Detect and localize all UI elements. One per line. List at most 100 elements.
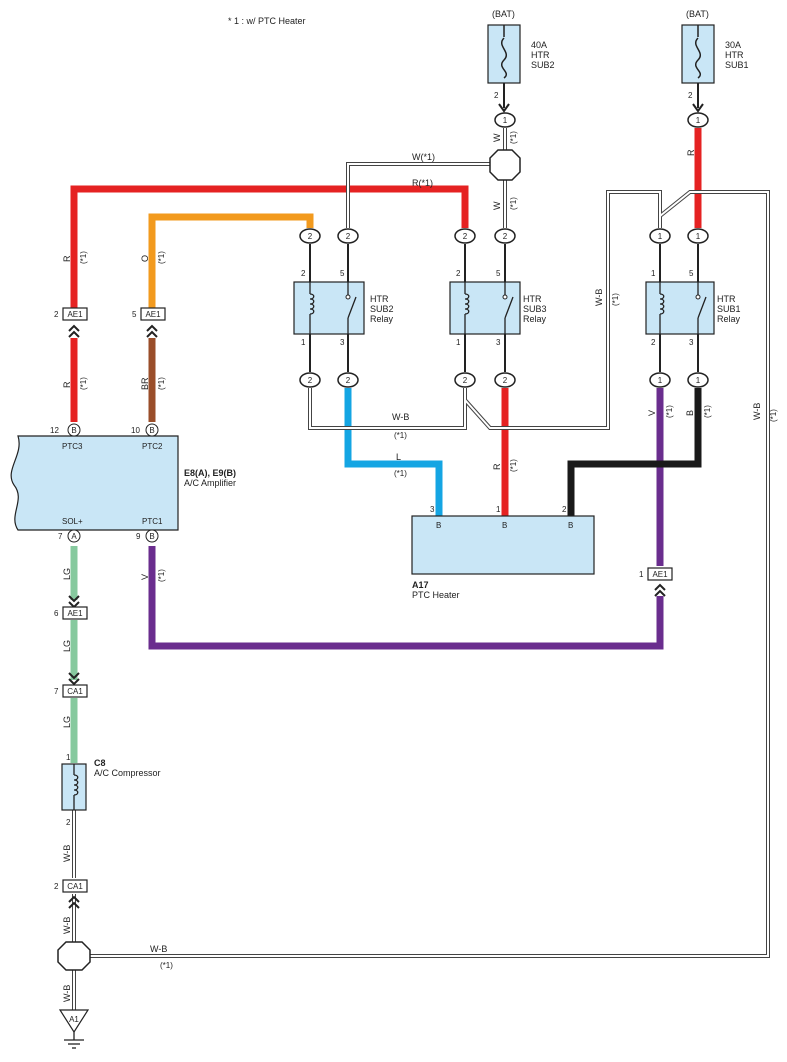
junction-ae1-pin6: AE1 6 <box>54 595 88 620</box>
junction-name: CA1 <box>67 687 83 696</box>
wire-label: W-B <box>150 944 167 954</box>
wire-mark: (*1) <box>509 197 518 210</box>
relay-name-line1: HTR <box>717 294 736 304</box>
pin-name: SOL+ <box>62 517 83 526</box>
component-subtitle: PTC Heater <box>412 590 460 600</box>
wire-label: B <box>685 410 695 416</box>
ground-icon <box>58 1009 90 1034</box>
pin-number: 7 <box>58 532 63 541</box>
pin-name: PTC3 <box>62 442 83 451</box>
pin-number: 1 <box>301 338 306 347</box>
wire-mark: (*1) <box>157 569 166 582</box>
switch-icon <box>697 296 707 319</box>
note-ptc-heater: * 1 : w/ PTC Heater <box>228 16 306 26</box>
pin-number: 3 <box>496 338 501 347</box>
pin-number: 2 <box>66 818 71 827</box>
pin-number: 2 <box>301 269 306 278</box>
pin-number: 5 <box>496 269 501 278</box>
junction-pin: 2 <box>54 882 59 891</box>
ptc-heater: 3 B 1 B 2 B A17 PTC Heater <box>411 505 595 600</box>
wire-label: W <box>492 201 502 210</box>
connector-label: 1 <box>696 376 701 385</box>
wire-mark: (*1) <box>79 377 88 390</box>
switch-icon <box>504 296 514 319</box>
wire-label: R(*1) <box>412 178 433 188</box>
junction-name: AE1 <box>67 609 83 618</box>
wire-label: W-B <box>752 403 762 420</box>
chevron-up-icon <box>654 583 666 597</box>
chevron-up-icon <box>146 324 158 338</box>
wire-blue <box>344 388 443 516</box>
pin-number: 1 <box>496 505 501 514</box>
fuse-rating: 40A <box>531 40 547 50</box>
wire-label: O <box>140 255 150 262</box>
wire-label: W <box>492 133 502 142</box>
wire-label: V <box>647 410 657 416</box>
coil-icon <box>309 293 315 315</box>
wire-black <box>567 388 702 516</box>
fuse-name-line2: SUB1 <box>725 60 749 70</box>
junction-name: CA1 <box>67 882 83 891</box>
junction-pin: 5 <box>132 310 137 319</box>
pin-name: PTC1 <box>142 517 163 526</box>
component-subtitle: A/C Compressor <box>94 768 161 778</box>
wire-label: BR <box>140 377 150 390</box>
junction-octagon-icon <box>57 941 91 971</box>
relay-name-line3: Relay <box>523 314 547 324</box>
junction-ca1-pin2: CA1 2 <box>54 879 88 909</box>
wire-label: R <box>686 149 696 156</box>
relay-htr-sub2: 2 5 1 3 HTR SUB2 Relay <box>293 244 394 372</box>
coil-icon <box>73 774 79 796</box>
relay-connectors: 2 2 2 2 2 2 2 2 1 1 1 1 <box>299 228 709 388</box>
pin-number: 9 <box>136 532 141 541</box>
relay-name-line2: SUB1 <box>717 304 741 314</box>
connector-label: 1 <box>696 232 701 241</box>
fuse-icon <box>501 37 507 79</box>
junction-name: AE1 <box>145 310 161 319</box>
wire-labels: W (*1) R(*1) R (*1) O (*1) R (*1) BR (*1)… <box>62 131 778 1002</box>
white-wires <box>346 128 507 228</box>
connector-label: 1 <box>658 232 663 241</box>
junction-ae1-pin1: AE1 1 <box>639 567 673 597</box>
wire-label: W-B <box>62 985 72 1002</box>
relay-name-line3: Relay <box>717 314 741 324</box>
relay-name-line2: SUB3 <box>523 304 547 314</box>
wire-label: W-B <box>594 289 604 306</box>
wire-label: LG <box>62 640 72 652</box>
wire-label: V <box>140 574 150 580</box>
connector-label: 1 <box>503 116 508 125</box>
junction-pin: 1 <box>639 570 644 579</box>
fuse-connectors: 1 1 <box>494 112 709 128</box>
pin-number: 12 <box>50 426 59 435</box>
wire-label: W-B <box>392 412 409 422</box>
connector-label: 2 <box>308 376 313 385</box>
pin-connector-label: B <box>71 426 76 435</box>
switch-icon <box>347 296 357 319</box>
fuse-name-line2: SUB2 <box>531 60 555 70</box>
wire-mark: (*1) <box>157 251 166 264</box>
connector-label: 2 <box>463 376 468 385</box>
relay-htr-sub1: 1 5 2 3 HTR SUB1 Relay <box>645 244 741 372</box>
wire-mark: (*1) <box>509 459 518 472</box>
wire-label: LG <box>62 568 72 580</box>
junction-ca1-pin7: CA1 7 <box>54 672 88 698</box>
relay-htr-sub3: 2 5 1 3 HTR SUB3 Relay <box>449 244 547 372</box>
wire-purple-ptc1 <box>148 546 664 650</box>
connector-label: 2 <box>463 232 468 241</box>
pin-name: PTC2 <box>142 442 163 451</box>
wire-orange <box>148 213 314 310</box>
wire-red-top <box>70 185 469 310</box>
wire-label: R <box>62 255 72 262</box>
wire-mark: (*1) <box>394 431 407 440</box>
connector-label: 2 <box>346 376 351 385</box>
connector-label: 1 <box>658 376 663 385</box>
junction-ae1-pin2: AE1 2 <box>54 307 88 338</box>
fuse-htr-sub1: (BAT) 30A HTR SUB1 2 <box>681 9 749 113</box>
wire-mark: (*1) <box>769 409 778 422</box>
fuse-source-label: (BAT) <box>492 9 515 19</box>
junction-pin: 6 <box>54 609 59 618</box>
relay-name-line3: Relay <box>370 314 394 324</box>
pin-number: 5 <box>689 269 694 278</box>
wire-label: W-B <box>62 845 72 862</box>
